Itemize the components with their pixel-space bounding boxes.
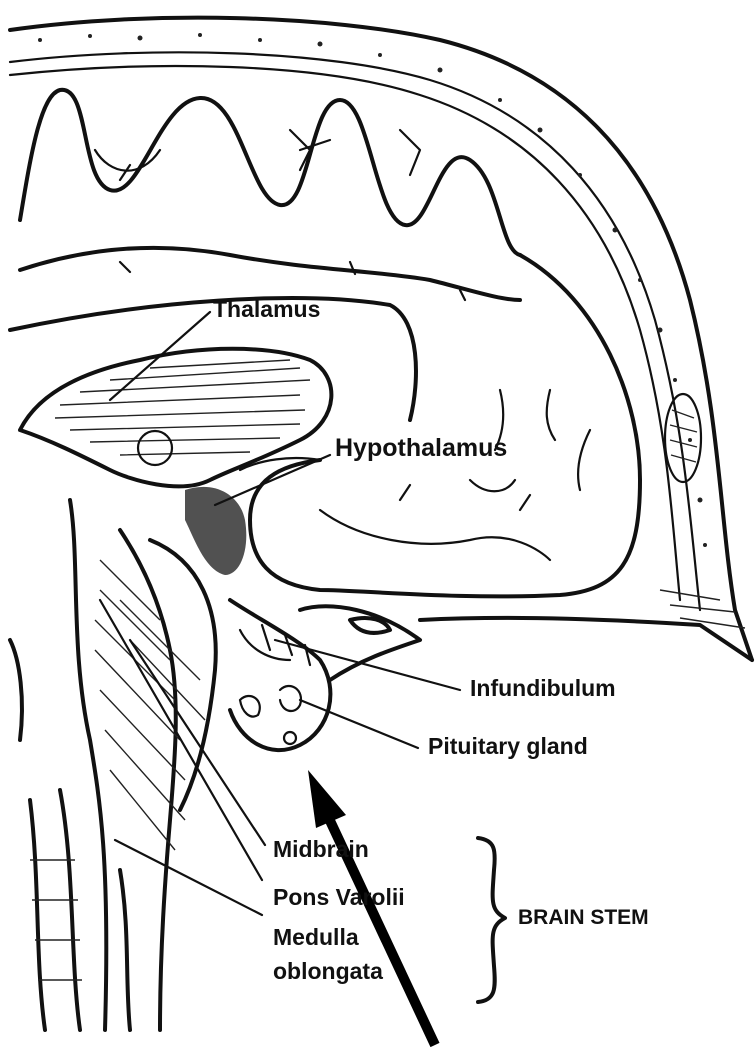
pituitary-leader bbox=[300, 700, 418, 748]
hypothalamus-leader bbox=[215, 455, 330, 505]
thalamus-leader bbox=[110, 312, 210, 400]
thalamus-label: Thalamus bbox=[213, 298, 320, 321]
hypothalamus-shape bbox=[185, 458, 320, 575]
medulla-label-line2: oblongata bbox=[273, 960, 383, 983]
medulla-label-line1: Medulla bbox=[273, 926, 359, 949]
brain-stem-shape bbox=[10, 500, 216, 1030]
infundibulum-label: Infundibulum bbox=[470, 677, 616, 700]
brain-stem-brace bbox=[478, 838, 505, 1002]
skull-texture bbox=[38, 33, 707, 547]
infundibulum-leader bbox=[275, 640, 460, 690]
skull bbox=[10, 18, 752, 660]
skull-base bbox=[420, 618, 752, 660]
brain-stem-label: BRAIN STEM bbox=[518, 907, 649, 928]
pituitary-gland-label: Pituitary gland bbox=[428, 735, 588, 758]
pituitary-shape bbox=[230, 600, 420, 750]
hemisphere-outline bbox=[10, 255, 640, 596]
pons-label: Pons Varolii bbox=[273, 886, 405, 909]
midbrain-label: Midbrain bbox=[273, 838, 369, 861]
thalamus-shape bbox=[20, 349, 331, 487]
pons-leader bbox=[100, 600, 262, 880]
medulla-leader bbox=[115, 840, 262, 915]
hypothalamus-label: Hypothalamus bbox=[335, 436, 507, 461]
cerebrum-gyri bbox=[20, 90, 520, 300]
